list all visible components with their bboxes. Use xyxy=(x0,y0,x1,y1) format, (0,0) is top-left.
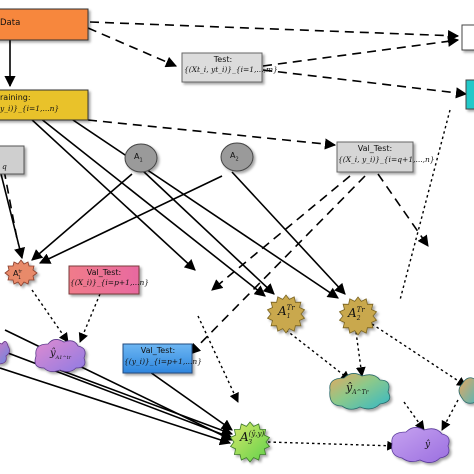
edge-test-rightcyan xyxy=(262,69,468,99)
edge-valtest1-valtest3 xyxy=(189,175,366,355)
node-valtest2-label: Val_Test: xyxy=(86,268,122,277)
node-a2-sub: 2 xyxy=(235,156,239,163)
edge-valtest1-valtest2 xyxy=(211,175,351,291)
node-a1-letter: A xyxy=(134,152,140,161)
node-atr-small-letter: A xyxy=(13,269,19,278)
node-valtest3-box xyxy=(122,343,193,374)
edge-right-yhat xyxy=(441,399,459,431)
node-yatr-sub: A^Tr xyxy=(352,389,369,397)
node-valtest2-math: {(X_i)}_{i=p+1,...n} xyxy=(70,278,150,287)
edge-yatr-yhat xyxy=(403,401,425,431)
node-a2-label: A2 xyxy=(230,151,239,163)
edge-valtest1-right xyxy=(377,173,429,247)
edge-training-valtest2 xyxy=(29,117,196,271)
node-test-label: Test: xyxy=(213,55,233,64)
node-atr-small-label: Atr1 xyxy=(13,269,23,281)
node-a1tr-sup: Tr xyxy=(286,304,295,312)
node-training-label: raining: xyxy=(0,93,31,102)
node-a2-ellipse xyxy=(220,142,254,172)
edge-a1-atrsmall xyxy=(31,173,133,261)
node-left-cloud xyxy=(0,341,10,365)
node-test-box xyxy=(181,52,263,83)
edge-leftcloud2-a3 xyxy=(0,367,232,446)
edge-valtest2-yhat1 xyxy=(78,293,101,343)
node-training-math: y_i)}_{i=1,...n} xyxy=(0,104,60,113)
node-right-top-box xyxy=(461,24,474,51)
node-right-cyan-box xyxy=(465,79,474,110)
edge-a2-a2tr xyxy=(231,171,346,295)
node-a3-sub: 3 xyxy=(248,439,253,447)
edges xyxy=(0,40,346,446)
node-a1-sub: 1 xyxy=(139,157,143,164)
node-yatr-cloud xyxy=(329,373,391,410)
node-a1tr-sub: 1 xyxy=(286,313,291,321)
node-atr-small-sup: tr xyxy=(18,269,23,275)
edge-data-righttop xyxy=(89,21,460,42)
node-left-gray-box xyxy=(0,145,25,175)
edge-yhat1-a3 xyxy=(59,369,234,436)
edge-atrsmall-yhat1 xyxy=(31,289,69,343)
node-a3-letter: A xyxy=(240,430,249,444)
dashed-edges xyxy=(3,21,468,355)
edge-a3-yhat xyxy=(267,440,397,451)
node-valtest2-box xyxy=(68,265,140,295)
node-a2tr-sup: Tr xyxy=(356,306,365,314)
node-a3-label: A(ŷ,y)3 xyxy=(240,430,264,447)
edge-training-a2tr xyxy=(69,117,339,299)
edge-test-righttop xyxy=(262,35,460,67)
edge-a2tr-yatr xyxy=(355,331,366,377)
node-yhat1-letter: ŷ xyxy=(50,348,56,359)
node-yhat-cloud xyxy=(391,427,450,463)
edge-a1tr-yatr xyxy=(285,329,351,381)
node-valtest3-label: Val_Test: xyxy=(140,346,176,355)
node-data-label: Data xyxy=(0,18,21,28)
node-yatr-label: ŷA^Tr xyxy=(346,381,369,397)
node-yhat1-cloud xyxy=(34,339,86,372)
node-a3-sup: (ŷ,y) xyxy=(248,430,265,438)
node-a2tr-sub: 2 xyxy=(356,315,361,323)
node-test-math: {(Xt_i, yt_i)}_{i=1,...,m} xyxy=(184,65,278,74)
node-training-box xyxy=(0,89,89,121)
edge-a2-atrsmall xyxy=(38,175,223,264)
node-a2tr-label: ATr2 xyxy=(348,306,365,323)
node-a1-label: A1 xyxy=(134,152,143,164)
node-valtest1-box xyxy=(336,141,414,173)
edge-left-gray-down xyxy=(3,169,19,245)
node-a2tr-shape xyxy=(338,296,378,336)
node-a3-shape xyxy=(229,421,271,463)
node-a1tr-shape xyxy=(266,294,306,334)
edge-training-valtest1 xyxy=(87,119,337,150)
edge-valtest3-a3 xyxy=(197,315,239,403)
edge-a1-a1tr xyxy=(141,169,275,295)
node-a2-letter: A xyxy=(230,151,236,160)
edge-training-a1tr xyxy=(39,117,266,297)
edge-a2tr-right xyxy=(371,323,467,387)
edge-left-atrsmall xyxy=(0,169,25,260)
node-valtest1-label: Val_Test: xyxy=(357,144,393,153)
node-yatr-letter: ŷ xyxy=(346,381,353,394)
node-atr-small-sub: 1 xyxy=(18,275,21,281)
node-a1tr-label: ATr1 xyxy=(278,304,295,321)
node-valtest1-math: {(X_i, y_i)}_{i=q+1,...,n} xyxy=(338,155,435,164)
node-a2tr-letter: A xyxy=(348,306,357,320)
edge-data-test xyxy=(87,27,178,68)
node-yhat-label: ŷ xyxy=(425,440,431,450)
node-right-cloud xyxy=(458,377,474,404)
node-yhat1-label: ŷA1^tr xyxy=(50,348,71,362)
edge-cyan-down xyxy=(399,109,451,301)
node-a1tr-letter: A xyxy=(278,304,287,318)
node-atr-small-shape xyxy=(4,259,38,287)
node-left-gray-math: q xyxy=(2,162,7,171)
node-a1-ellipse xyxy=(124,143,158,173)
node-data-box xyxy=(0,8,89,41)
edge-valtest3-a3 xyxy=(149,371,233,431)
node-yhat1-sub: A1^tr xyxy=(55,355,72,361)
dotted-edges xyxy=(31,109,467,451)
node-valtest3-math: {(y_i)}_{i=p+1,...n} xyxy=(124,357,202,366)
